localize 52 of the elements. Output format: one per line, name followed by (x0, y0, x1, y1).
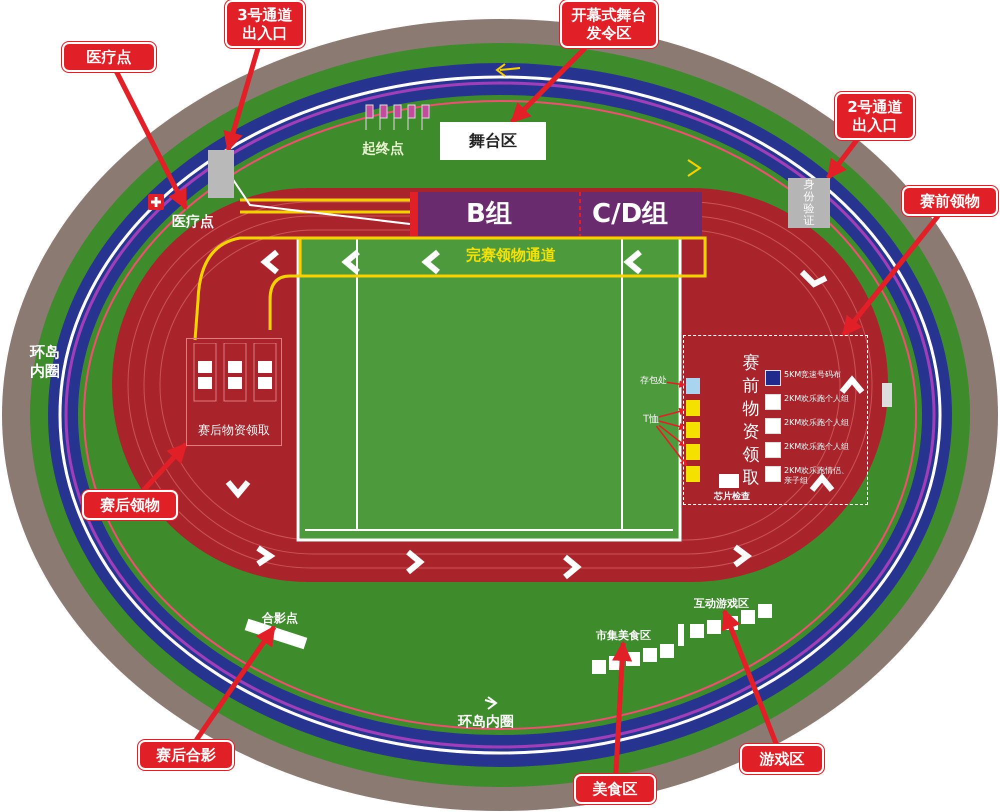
leader-line (658, 408, 687, 418)
leader-line (194, 625, 276, 742)
callout-label: 赛后领物 (82, 490, 178, 520)
callout-label: 游戏区 (740, 744, 824, 774)
id-check-gate: 身份验证 (788, 178, 830, 228)
leader-line (224, 47, 260, 152)
pickup-zone (186, 338, 282, 446)
area-label: T恤 (643, 412, 660, 426)
counter-box (686, 444, 700, 460)
counter-box (686, 378, 700, 394)
leader-line (612, 641, 632, 774)
area-label: 医疗点 (166, 208, 218, 233)
leader-line (656, 426, 688, 467)
area-label: 存包处 (640, 374, 667, 387)
channel-label: 完赛领物通道 (466, 246, 556, 265)
callout-label: 2号通道出入口 (835, 92, 915, 140)
leader-line (722, 609, 778, 745)
callout-label: 赛后合影 (138, 740, 234, 770)
leader-line (666, 380, 687, 388)
leader-line (826, 138, 859, 180)
counter-box (686, 422, 700, 438)
legend-label: 2KM欢乐跑情侣、亲子组 (784, 466, 850, 486)
leader-line (658, 424, 687, 448)
leader-line (510, 46, 587, 124)
area-label: 起终点 (362, 140, 404, 158)
leader-line (142, 442, 188, 492)
counter-box (686, 466, 700, 482)
area-label: 市集美食区 (596, 628, 651, 643)
area-label: 合影点 (262, 610, 298, 627)
callout-label: 医疗点 (62, 42, 156, 72)
track-label: 环岛内圈 (30, 343, 61, 381)
zone-title: 赛前物资领取 (742, 352, 760, 490)
area-label: 芯片检查 (714, 490, 750, 503)
leader-line (658, 420, 687, 430)
stage-box: 舞台区 (440, 122, 546, 160)
callout-label: 赛前领物 (902, 186, 998, 216)
legend-label: 2KM欢乐跑个人组 (784, 418, 850, 428)
callout-label: 开幕式舞台发令区 (560, 0, 658, 48)
counter-box (686, 400, 700, 416)
legend-label: 2KM欢乐跑个人组 (784, 442, 850, 452)
area-label: 互动游戏区 (694, 596, 749, 611)
track-label: 环岛内圈 (458, 713, 514, 731)
group-label: B组 (466, 198, 512, 231)
callout-label: 3号通道出入口 (225, 0, 305, 48)
entrance-passage (208, 150, 234, 198)
leader-line (114, 70, 188, 210)
callout-label: 美食区 (574, 774, 656, 804)
legend-label: 5KM竞速号码布 (784, 370, 842, 380)
zone-title: 赛后物资领取 (197, 422, 271, 439)
group-label: C/D组 (592, 198, 668, 231)
leader-line (841, 214, 940, 337)
legend-label: 2KM欢乐跑个人组 (784, 394, 850, 404)
